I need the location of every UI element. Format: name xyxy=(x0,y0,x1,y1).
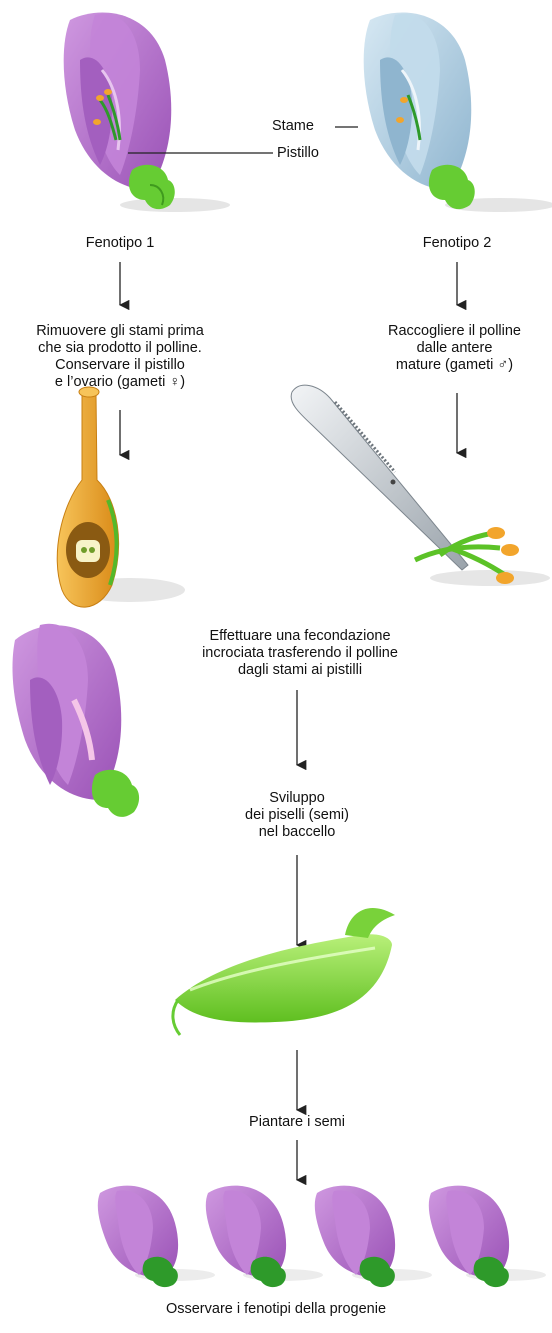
flower-cross-pollinated xyxy=(12,624,139,817)
step-remove-stamens: Rimuovere gli stami prima che sia prodot… xyxy=(0,323,240,391)
pea-pod xyxy=(173,908,395,1035)
step-develop-line-2: dei piselli (semi) xyxy=(197,807,397,824)
tweezers-with-stamens xyxy=(291,385,550,586)
pistil-ovary xyxy=(57,387,185,607)
step-cross-line-3: dagli stami ai pistilli xyxy=(160,662,440,679)
label-stame: Stame xyxy=(272,118,314,135)
step-right-line-1: Raccogliere il polline xyxy=(357,323,552,340)
progeny-flowers xyxy=(98,1186,546,1287)
step-develop-peas: Sviluppo dei piselli (semi) nel baccello xyxy=(197,790,397,841)
step-develop-line-1: Sviluppo xyxy=(197,790,397,807)
step-cross-line-2: incrociata trasferendo il polline xyxy=(160,645,440,662)
step-collect-pollen: Raccogliere il polline dalle antere matu… xyxy=(357,323,552,374)
step-develop-line-3: nel baccello xyxy=(197,824,397,841)
progeny-flower-3 xyxy=(315,1186,432,1287)
step-right-line-2: dalle antere xyxy=(357,340,552,357)
progeny-flower-1 xyxy=(98,1186,215,1287)
step-left-line-3: Conservare il pistillo xyxy=(0,357,240,374)
progeny-flower-2 xyxy=(206,1186,323,1287)
step-left-line-2: che sia prodotto il polline. xyxy=(0,340,240,357)
flower-phenotype-2 xyxy=(364,13,552,212)
label-pistillo: Pistillo xyxy=(277,145,319,162)
progeny-flower-4 xyxy=(429,1186,546,1287)
label-fenotipo-2: Fenotipo 2 xyxy=(407,235,507,252)
step-observe-progeny: Osservare i fenotipi della progenie xyxy=(126,1301,426,1318)
flower-phenotype-1 xyxy=(64,13,230,212)
step-plant-seeds: Piantare i semi xyxy=(197,1114,397,1131)
step-cross-fertilize: Effettuare una fecondazione incrociata t… xyxy=(160,628,440,679)
step-right-line-3: mature (gameti ♂) xyxy=(357,357,552,374)
step-left-line-4: e l’ovario (gameti ♀) xyxy=(0,374,240,391)
step-cross-line-1: Effettuare una fecondazione xyxy=(160,628,440,645)
label-fenotipo-1: Fenotipo 1 xyxy=(70,235,170,252)
step-left-line-1: Rimuovere gli stami prima xyxy=(0,323,240,340)
